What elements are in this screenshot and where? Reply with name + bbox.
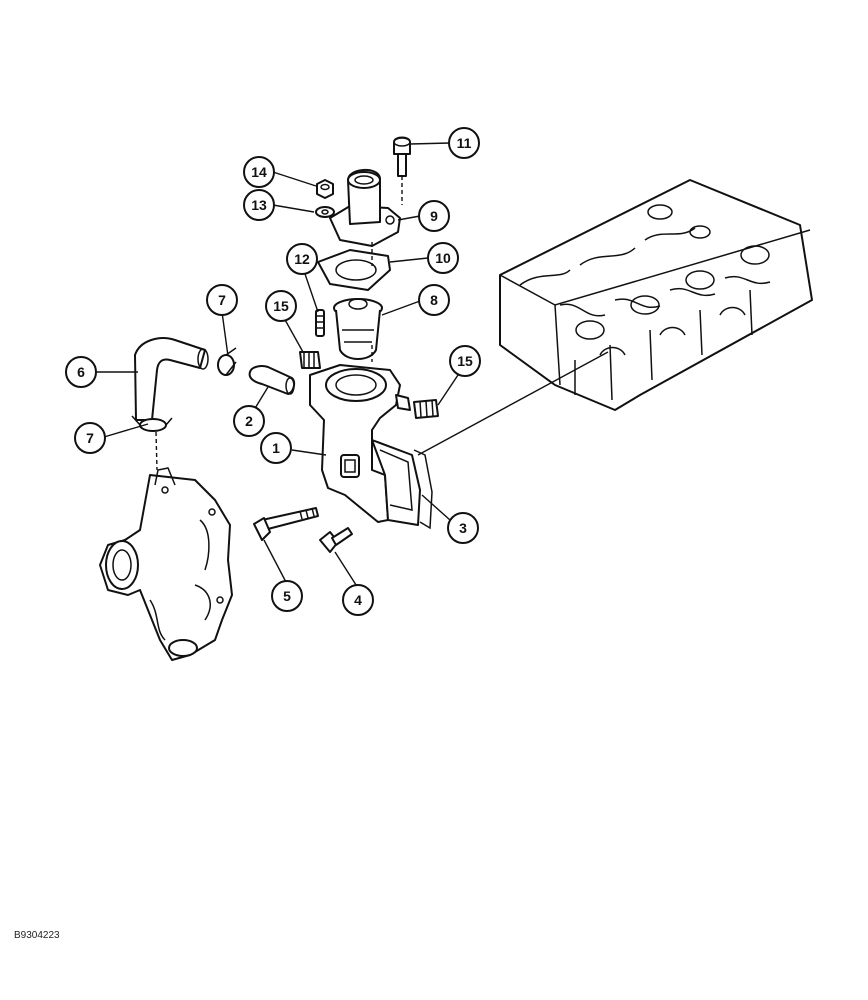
callout-7-upper: 7	[206, 284, 238, 316]
callout-4: 4	[342, 584, 374, 616]
callout-12: 12	[286, 243, 318, 275]
thermostat	[333, 298, 383, 360]
callout-6: 6	[65, 356, 97, 388]
callout-1: 1	[260, 432, 292, 464]
fitting-left	[299, 351, 321, 369]
callout-9: 9	[418, 200, 450, 232]
callout-leaders	[96, 142, 461, 589]
svg-text:13: 13	[251, 197, 267, 213]
callout-14: 14	[243, 156, 275, 188]
svg-text:5: 5	[283, 588, 291, 604]
nut	[316, 179, 334, 199]
svg-text:3: 3	[459, 520, 467, 536]
callout-15-left: 15	[265, 290, 297, 322]
short-bolt	[319, 527, 353, 553]
svg-text:14: 14	[251, 164, 267, 180]
callout-11: 11	[448, 127, 480, 159]
svg-text:7: 7	[218, 292, 226, 308]
bypass-hose	[134, 337, 209, 421]
svg-text:8: 8	[430, 292, 438, 308]
callout-5: 5	[271, 580, 303, 612]
svg-text:10: 10	[435, 250, 451, 266]
callout-7-lower: 7	[74, 422, 106, 454]
svg-text:15: 15	[273, 298, 289, 314]
cover-bolt	[393, 136, 411, 205]
callout-2: 2	[233, 405, 265, 437]
bypass-pipe	[248, 365, 296, 395]
svg-text:4: 4	[354, 592, 362, 608]
water-outlet-cover	[329, 169, 401, 266]
svg-text:15: 15	[457, 353, 473, 369]
svg-text:7: 7	[86, 430, 94, 446]
figure-code: B9304223	[14, 930, 60, 941]
svg-text:2: 2	[245, 413, 253, 429]
svg-text:11: 11	[457, 135, 472, 151]
thermostat-housing	[309, 364, 421, 526]
engine-cylinder-head	[499, 179, 813, 411]
long-bolt	[253, 507, 319, 541]
svg-text:6: 6	[77, 364, 85, 380]
callout-8: 8	[418, 284, 450, 316]
svg-text:1: 1	[272, 440, 280, 456]
svg-text:9: 9	[430, 208, 438, 224]
water-pump-housing	[99, 467, 233, 661]
hose-clamp-lower	[131, 415, 173, 471]
stud	[315, 309, 325, 337]
svg-text:12: 12	[294, 251, 310, 267]
callout-3: 3	[447, 512, 479, 544]
washer	[315, 206, 335, 218]
callout-10: 10	[427, 242, 459, 274]
assembly-lines	[371, 345, 609, 456]
fitting-right	[413, 399, 439, 419]
callout-13: 13	[243, 189, 275, 221]
hose-clamp-upper	[217, 347, 237, 376]
cover-gasket	[317, 249, 391, 291]
callout-15-right: 15	[449, 345, 481, 377]
